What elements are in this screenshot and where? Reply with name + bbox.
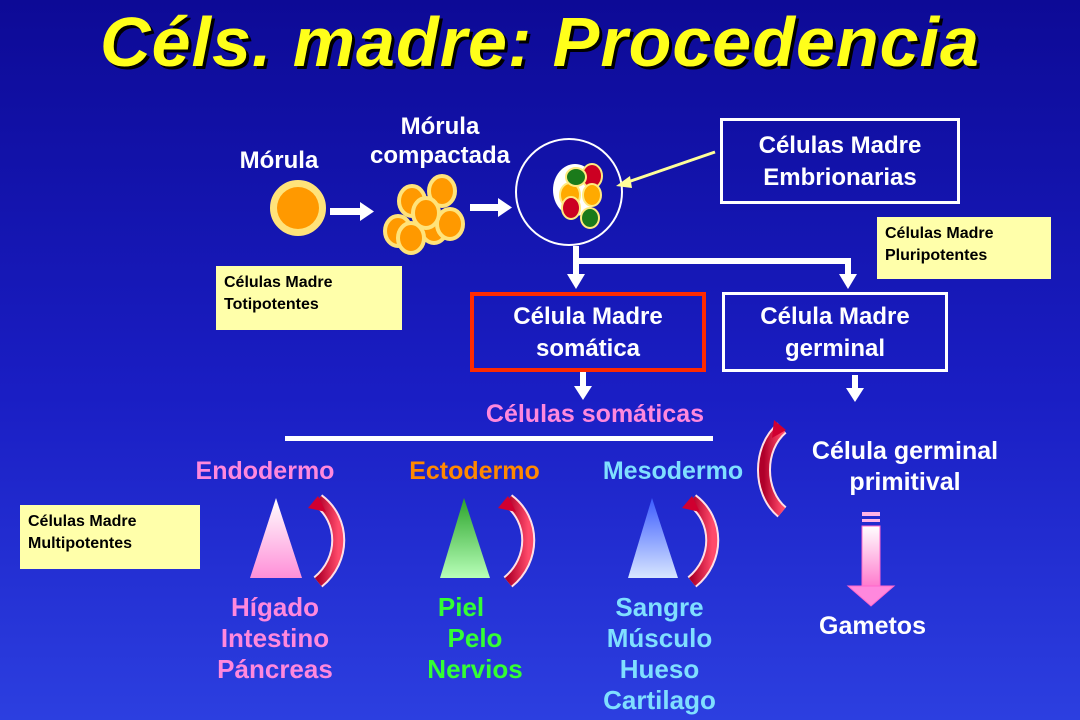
mesodermo-products: Sangre Músculo Hueso Cartilago bbox=[572, 592, 747, 716]
morula-cell bbox=[270, 180, 326, 236]
somatica-line-1: Célula Madre bbox=[513, 303, 663, 330]
somatic-cells-label: Células somáticas bbox=[485, 400, 705, 428]
embrionarias-line-2: Embrionarias bbox=[763, 164, 917, 191]
embrionarias-line-1: Células Madre bbox=[758, 132, 922, 159]
germinal-curved-arrow bbox=[757, 420, 787, 518]
ectodermo-products: Piel Pelo Nervios bbox=[395, 592, 555, 685]
note-pluripotentes-line-2: Pluripotentes bbox=[885, 247, 988, 264]
germinal-primitive-line-2: primitival bbox=[849, 468, 961, 496]
somatic-divider bbox=[285, 436, 713, 441]
branch-connector bbox=[567, 246, 857, 289]
endodermo-label: Endodermo bbox=[195, 457, 335, 485]
note-multipotentes-line-2: Multipotentes bbox=[28, 535, 132, 552]
morula-compactada-line-1: Mórula bbox=[400, 113, 480, 140]
mesodermo-curved-arrow bbox=[682, 494, 720, 588]
note-multipotentes-line-1: Células Madre bbox=[28, 513, 137, 530]
somatica-box: Célula Madre somática bbox=[470, 292, 706, 372]
morula-label: Mórula bbox=[239, 147, 319, 174]
product-item: Piel bbox=[437, 592, 485, 622]
somatica-line-2: somática bbox=[535, 335, 641, 362]
germinal-line-2: germinal bbox=[784, 335, 886, 362]
blastocyst bbox=[515, 138, 623, 246]
product-item: Músculo bbox=[606, 623, 713, 653]
morula-compactada-label: Mórula compactada bbox=[345, 112, 535, 170]
pointer-to-embrionarias bbox=[616, 150, 716, 188]
product-item: Hígado bbox=[230, 592, 320, 622]
gametos-label: Gametos bbox=[819, 612, 926, 640]
note-totipotentes: Células Madre Totipotentes bbox=[216, 266, 402, 330]
germinal-primitive-line-1: Célula germinal bbox=[811, 437, 999, 465]
ectodermo-label: Ectodermo bbox=[409, 457, 540, 485]
arrow-somatica-down bbox=[574, 370, 592, 400]
product-item: Páncreas bbox=[217, 654, 333, 684]
product-item: Hueso bbox=[619, 654, 700, 684]
page-title: Céls. madre: Procedencia bbox=[100, 3, 980, 81]
germinal-box: Célula Madre germinal bbox=[722, 292, 948, 372]
note-pluripotentes: Células Madre Pluripotentes bbox=[877, 217, 1051, 279]
note-pluripotentes-line-1: Células Madre bbox=[885, 225, 994, 242]
arrow-compactada-to-blastocyst bbox=[470, 198, 512, 217]
note-totipotentes-line-2: Totipotentes bbox=[224, 296, 319, 313]
product-item: Intestino bbox=[220, 623, 330, 653]
embrionarias-box: Células Madre Embrionarias bbox=[720, 118, 960, 204]
endodermo-triangle bbox=[250, 498, 302, 578]
endodermo-products: Hígado Intestino Páncreas bbox=[190, 592, 360, 685]
ectodermo-curved-arrow bbox=[498, 494, 536, 588]
endodermo-curved-arrow bbox=[308, 494, 346, 588]
product-item: Nervios bbox=[427, 654, 523, 684]
morula-compactada-line-2: compactada bbox=[369, 142, 511, 169]
germinal-primitive-label: Célula germinal primitival bbox=[770, 436, 1040, 498]
germinal-line-1: Célula Madre bbox=[760, 303, 910, 330]
product-item: Pelo bbox=[447, 623, 503, 653]
arrow-germinal-down bbox=[846, 375, 864, 402]
product-item: Cartilago bbox=[603, 685, 716, 715]
mesodermo-triangle bbox=[628, 498, 678, 578]
arrow-morula-to-compactada bbox=[330, 202, 374, 221]
ectodermo-triangle bbox=[440, 498, 490, 578]
compacted-morula-cluster bbox=[383, 174, 465, 255]
gametos-arrow bbox=[846, 512, 896, 607]
note-multipotentes: Células Madre Multipotentes bbox=[20, 505, 200, 569]
product-item: Sangre bbox=[615, 592, 704, 622]
mesodermo-label: Mesodermo bbox=[602, 457, 744, 485]
note-totipotentes-line-1: Células Madre bbox=[224, 274, 333, 291]
